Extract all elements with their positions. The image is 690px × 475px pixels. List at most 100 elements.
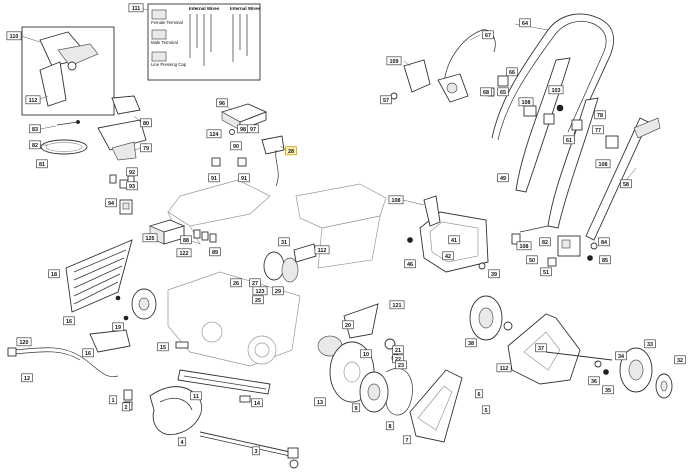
callout-box <box>36 159 48 169</box>
callout-number: 120 <box>20 340 29 346</box>
callout-n13: 13 <box>314 397 326 407</box>
callout-box <box>540 267 552 277</box>
callout-n33: 33 <box>644 339 656 349</box>
callout-n91a: 91 <box>208 173 220 183</box>
callout-box <box>208 173 220 183</box>
callout-box <box>247 124 259 134</box>
callout-box <box>252 295 264 305</box>
callout-number: 49 <box>500 176 506 182</box>
callout-box <box>176 248 192 258</box>
front-frame <box>407 195 521 273</box>
callout-box <box>516 241 532 251</box>
callout-box <box>360 349 372 359</box>
callout-number: 112 <box>500 366 509 372</box>
callout-n1: 1 <box>108 395 118 405</box>
callout-n112c: 112 <box>496 363 512 373</box>
callout-box <box>238 173 250 183</box>
lever-cable <box>443 29 496 85</box>
callout-n123: 123 <box>252 286 268 296</box>
rear-flap <box>409 369 463 443</box>
chute-bracket <box>111 95 141 115</box>
callout-number: 35 <box>605 388 611 394</box>
callout-box <box>588 376 600 386</box>
callout-number: 26 <box>233 281 239 287</box>
switch-box <box>261 135 285 155</box>
callout-n8: 8 <box>385 421 395 431</box>
callout-number: 6 <box>478 392 481 398</box>
callout-number: 13 <box>317 400 323 406</box>
callout-number: 65 <box>500 90 506 96</box>
callout-box <box>108 395 118 405</box>
callout-number: 111 <box>132 6 140 12</box>
terminal-a <box>211 157 221 167</box>
callout-n109: 109 <box>386 56 402 66</box>
callout-box <box>380 95 392 105</box>
callout-box <box>48 269 60 279</box>
callout-box <box>285 146 297 156</box>
callout-n93: 93 <box>126 181 138 191</box>
callout-n6: 6 <box>474 389 484 399</box>
line-pressing-cap-label: Line Pressing Cap <box>151 62 187 67</box>
callout-n111: 111 <box>128 3 144 13</box>
auger-paddle <box>149 386 202 436</box>
callout-number: 38 <box>468 341 474 347</box>
callout-box <box>539 237 551 247</box>
callout-number: 33 <box>647 342 653 348</box>
callout-n68: 68 <box>480 87 492 97</box>
callout-box <box>16 337 32 347</box>
callout-n18: 18 <box>48 269 60 279</box>
callout-n7: 7 <box>402 435 412 445</box>
callout-n82b: 82 <box>539 237 551 247</box>
callout-n112b: 112 <box>314 245 330 255</box>
callout-n61: 61 <box>563 135 575 145</box>
internal-wires-icon <box>189 14 248 66</box>
callout-number: 103 <box>552 88 561 94</box>
callout-number: 12 <box>24 376 30 382</box>
callout-n58: 58 <box>620 179 632 189</box>
callout-number: 98 <box>240 127 246 133</box>
callout-box <box>25 95 41 105</box>
callout-box <box>272 286 284 296</box>
callout-box <box>519 18 531 28</box>
cable-line <box>13 347 119 378</box>
callout-number: 96 <box>219 101 225 107</box>
callout-number: 112 <box>318 248 327 254</box>
callout-n88: 88 <box>180 235 192 245</box>
callout-number: 37 <box>538 346 544 352</box>
callout-n25: 25 <box>252 295 264 305</box>
callout-number: 41 <box>451 238 457 244</box>
scraper-bar <box>177 369 271 403</box>
callout-box <box>29 124 41 134</box>
callout-n85: 85 <box>599 255 611 265</box>
callout-n78: 78 <box>594 110 606 120</box>
callout-n32: 32 <box>674 355 686 365</box>
callout-number: 64 <box>522 21 528 27</box>
callout-box <box>481 405 491 415</box>
callout-box <box>209 247 221 257</box>
control-lever <box>390 29 509 103</box>
callout-box <box>140 143 152 153</box>
callout-box <box>177 437 187 447</box>
callout-number: 125 <box>146 236 155 242</box>
callout-number: 39 <box>491 272 497 278</box>
callout-box <box>63 316 75 326</box>
callout-box <box>563 135 575 145</box>
cable-plug <box>7 347 17 357</box>
callout-n3: 3 <box>251 446 261 456</box>
callout-n37: 37 <box>535 343 547 353</box>
callout-n28: 28 <box>285 146 297 156</box>
callout-n51: 51 <box>540 267 552 277</box>
callout-box <box>140 118 152 128</box>
callout-box <box>314 245 330 255</box>
callout-box <box>594 110 606 120</box>
callout-box <box>442 251 454 261</box>
callout-n16a: 16 <box>63 316 75 326</box>
callout-n122: 122 <box>176 248 192 258</box>
callout-box <box>602 385 614 395</box>
callout-number: 84 <box>601 240 607 246</box>
callout-box <box>230 278 242 288</box>
callout-n80: 80 <box>140 118 152 128</box>
callout-box <box>388 195 404 205</box>
